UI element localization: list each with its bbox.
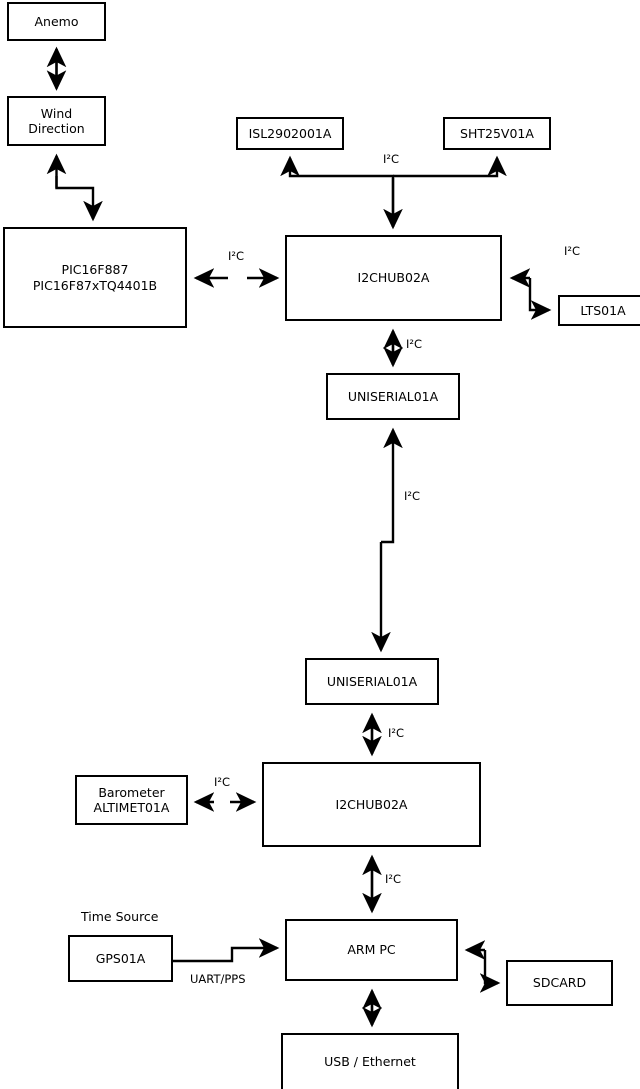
edge-label-i2c-hub-sensors: I²C	[383, 152, 400, 166]
edge-label-i2c-hub-armpc: I²C	[385, 872, 402, 886]
node-wind-direction[interactable]: Wind Direction	[7, 96, 106, 146]
wire-hub-branch-right	[393, 155, 507, 178]
wire-gps-armpc	[173, 938, 280, 963]
edge-label-i2c-barometer-hub: I²C	[214, 775, 231, 789]
node-i2chub02a-bottom[interactable]: I2CHUB02A	[262, 762, 481, 847]
node-sht25v01a[interactable]: SHT25V01A	[443, 117, 551, 150]
node-lts01a[interactable]: LTS01A	[558, 295, 640, 326]
edge-label-i2c-pic-hub: I²C	[228, 249, 245, 263]
node-uniserial01a-bottom[interactable]: UNISERIAL01A	[305, 658, 439, 705]
node-barometer[interactable]: Barometer ALTIMET01A	[75, 775, 188, 825]
edge-label-i2c-uniserial-hub: I²C	[388, 726, 405, 740]
node-pic-mcu[interactable]: PIC16F887 PIC16F87xTQ4401B	[3, 227, 187, 328]
node-usb-ethernet[interactable]: USB / Ethernet	[281, 1033, 459, 1089]
label-time-source: Time Source	[81, 909, 159, 924]
edge-label-i2c-hub-lts: I²C	[564, 244, 581, 258]
node-uniserial01a-top[interactable]: UNISERIAL01A	[326, 373, 460, 420]
edge-label-i2c-hub-uniserial: I²C	[406, 337, 423, 351]
wire-hub-to-lts	[528, 278, 552, 320]
node-anemo[interactable]: Anemo	[7, 2, 106, 41]
wire-hub-branch	[280, 155, 395, 227]
wire-pic-wind-down	[55, 176, 103, 222]
node-gps01a[interactable]: GPS01A	[68, 935, 173, 982]
wire-uniserial-link-up	[381, 427, 403, 544]
node-sdcard[interactable]: SDCARD	[506, 960, 613, 1006]
node-isl2902001a[interactable]: ISL2902001A	[236, 117, 344, 150]
edge-label-uart-pps: UART/PPS	[190, 972, 246, 986]
node-arm-pc[interactable]: ARM PC	[285, 919, 458, 981]
node-i2chub02a-top[interactable]: I2CHUB02A	[285, 235, 502, 321]
edge-label-i2c-uniserial-link: I²C	[404, 489, 421, 503]
wire-armpc-sdcard	[479, 950, 501, 993]
